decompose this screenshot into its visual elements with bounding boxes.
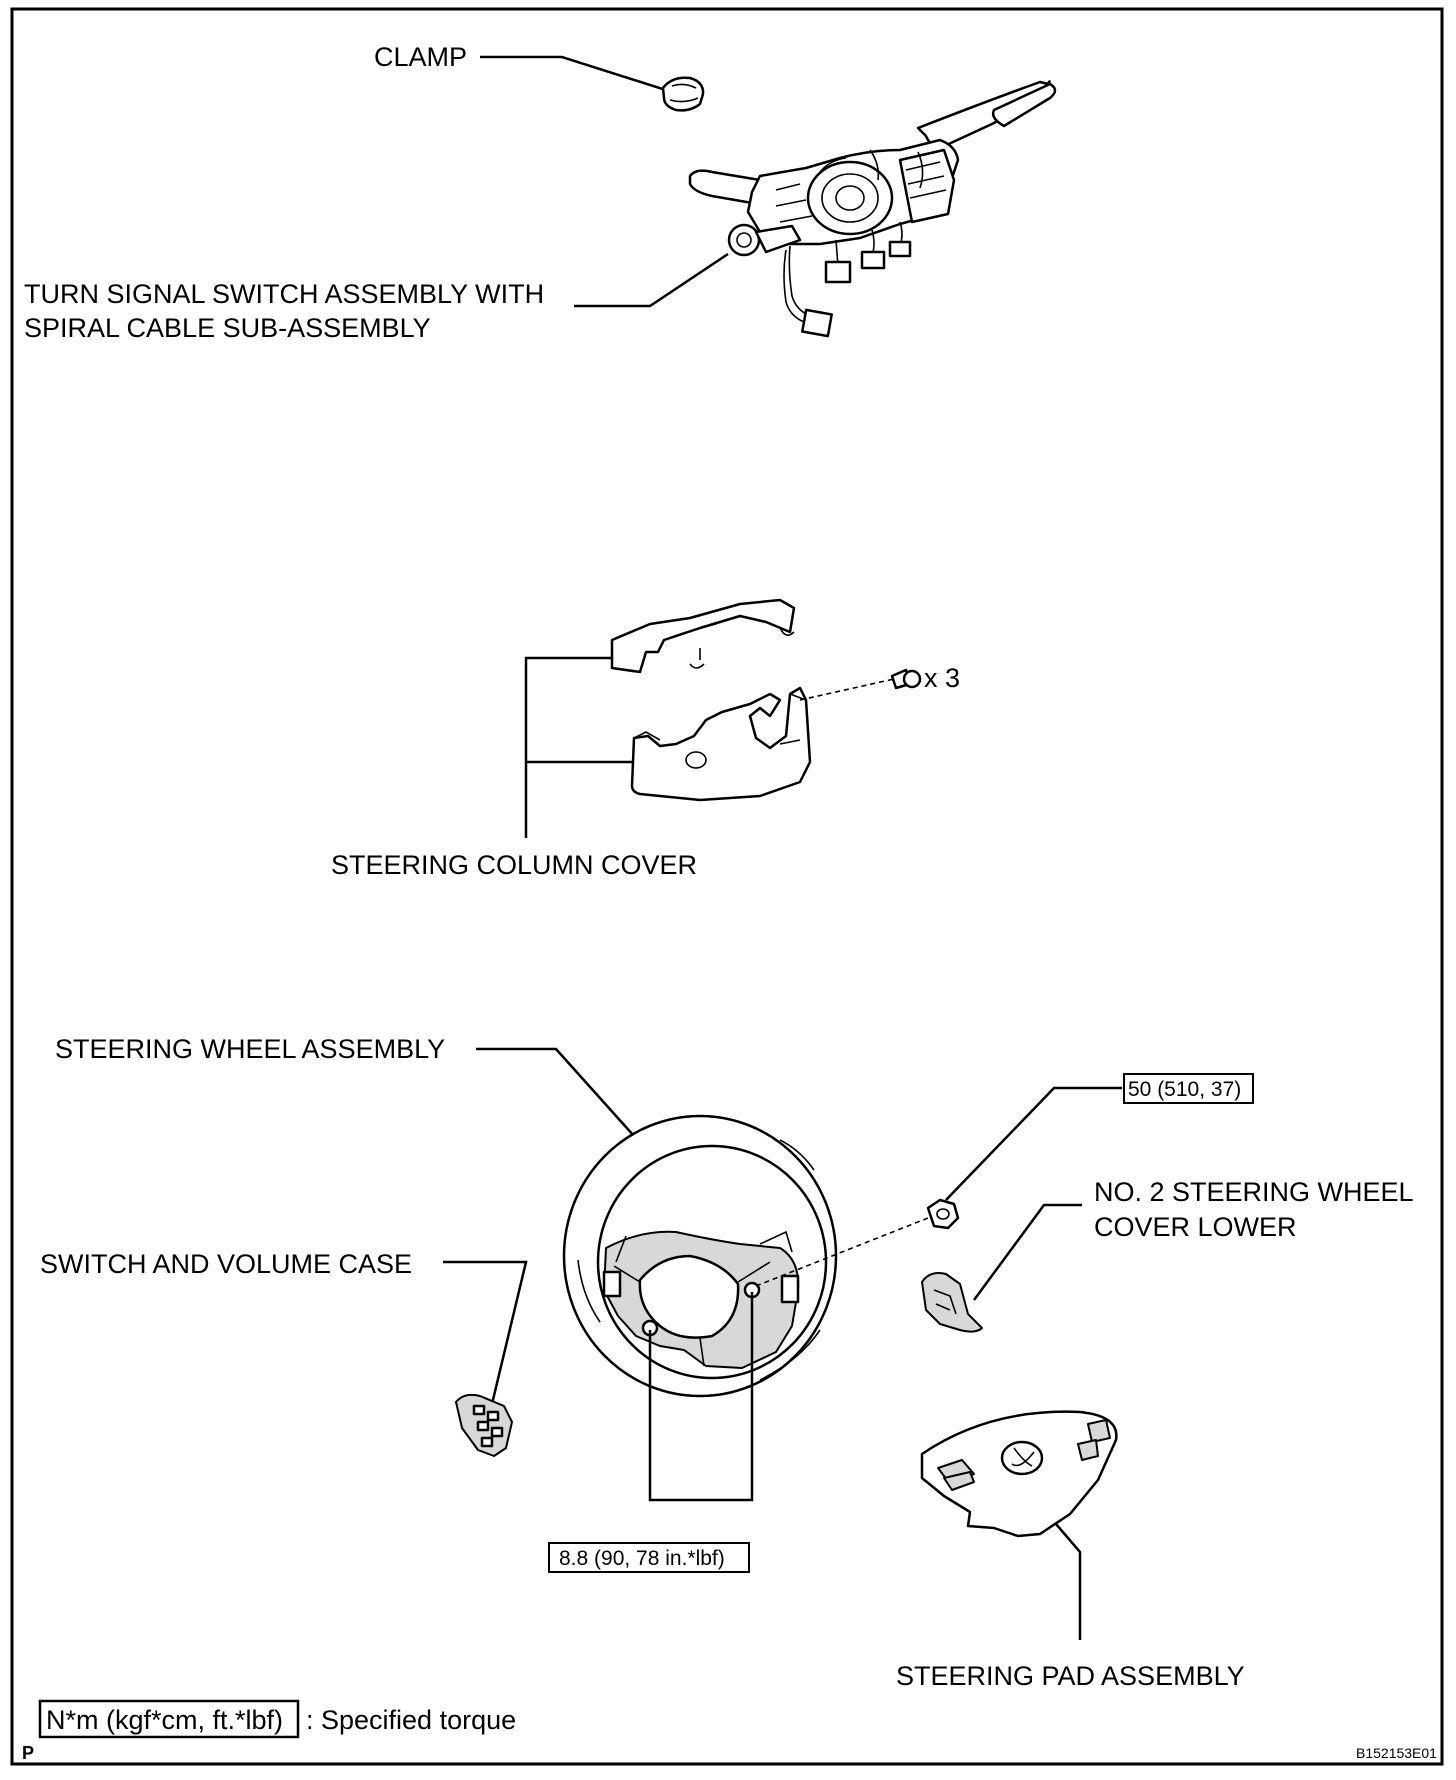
wheel-nut bbox=[926, 1198, 960, 1230]
legend-description: : Specified torque bbox=[306, 1705, 516, 1735]
no2-cover-lower-part bbox=[921, 1272, 983, 1333]
legend-unit-text: N*m (kgf*cm, ft.*lbf) bbox=[46, 1705, 283, 1735]
steering-pad-part bbox=[920, 1410, 1118, 1538]
screw-dash-line bbox=[799, 678, 895, 701]
leader-switch-volume-case bbox=[443, 1260, 528, 1405]
column-cover-upper-part bbox=[610, 598, 796, 674]
leader-no2-cover bbox=[972, 1203, 1082, 1301]
label-wheel-assembly: STEERING WHEEL ASSEMBLY bbox=[55, 1034, 445, 1064]
leader-steering-pad bbox=[1055, 1523, 1082, 1640]
switch-volume-case-part bbox=[455, 1393, 513, 1457]
label-turn-signal-line1: TURN SIGNAL SWITCH ASSEMBLY WITH bbox=[24, 279, 544, 309]
turn-signal-switch-part bbox=[688, 80, 1057, 338]
column-cover-screw bbox=[890, 668, 922, 690]
label-column-cover: STEERING COLUMN COVER bbox=[331, 850, 697, 880]
torque-box-nut bbox=[1123, 1073, 1254, 1104]
steering-wheel-part bbox=[562, 1114, 838, 1398]
torque-screw-value: 8.8 (90, 78 in.*lbf) bbox=[559, 1547, 725, 1570]
clamp-part bbox=[661, 76, 705, 112]
footer-figure-code: B152153E01 bbox=[1356, 1745, 1437, 1761]
nut-dash-line bbox=[755, 1217, 929, 1287]
torque-box-screw bbox=[548, 1542, 750, 1573]
label-no2-cover-line1: NO. 2 STEERING WHEEL bbox=[1094, 1177, 1414, 1207]
figure-border bbox=[10, 7, 1444, 1766]
leader-nut-torque bbox=[945, 1086, 1122, 1201]
label-switch-volume-case: SWITCH AND VOLUME CASE bbox=[40, 1249, 412, 1279]
torque-nut-value: 50 (510, 37) bbox=[1128, 1078, 1241, 1101]
leader-wheel-assembly bbox=[476, 1047, 635, 1137]
leader-clamp bbox=[480, 55, 673, 94]
label-no2-cover-line2: COVER LOWER bbox=[1094, 1212, 1297, 1242]
label-clamp: CLAMP bbox=[374, 42, 467, 72]
label-turn-signal-line2: SPIRAL CABLE SUB-ASSEMBLY bbox=[24, 313, 431, 343]
label-steering-pad: STEERING PAD ASSEMBLY bbox=[896, 1661, 1245, 1691]
footer-left-mark: P bbox=[22, 1743, 34, 1763]
column-cover-lower-part bbox=[630, 686, 812, 802]
leader-turn-signal bbox=[574, 252, 729, 308]
leader-screw-torque bbox=[648, 1292, 754, 1502]
legend-unit-box bbox=[38, 1699, 300, 1739]
label-screw-qty: x 3 bbox=[924, 663, 960, 693]
leader-column-cover bbox=[524, 656, 612, 838]
